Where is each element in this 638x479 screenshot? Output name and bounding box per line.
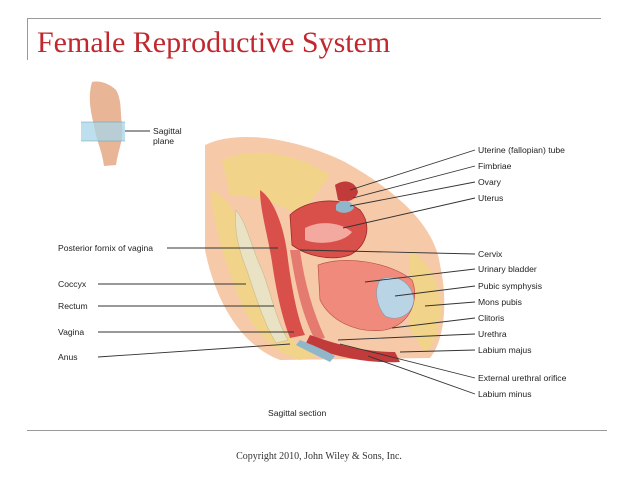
label-cervix: Cervix bbox=[478, 249, 503, 259]
leader-line bbox=[299, 249, 476, 255]
leader-line bbox=[339, 343, 476, 379]
leader-line bbox=[367, 355, 476, 395]
leader-line bbox=[399, 349, 476, 353]
anatomy-shape bbox=[296, 340, 335, 362]
label-coccyx: Coccyx bbox=[58, 279, 87, 289]
leader-line bbox=[349, 149, 476, 191]
label-pubic-symphysis: Pubic symphysis bbox=[478, 281, 542, 291]
figure-caption: Sagittal section bbox=[268, 408, 327, 418]
slide-title: Female Reproductive System bbox=[37, 26, 391, 59]
label-ovary: Ovary bbox=[478, 177, 502, 187]
anatomy-shape bbox=[336, 200, 354, 213]
leader-line bbox=[391, 317, 476, 329]
anatomy-shape bbox=[260, 190, 305, 338]
leader-line bbox=[394, 285, 476, 297]
label-posterior-fornix: Posterior fornix of vagina bbox=[58, 243, 153, 253]
label-vagina: Vagina bbox=[58, 327, 84, 337]
label-urethra: Urethra bbox=[478, 329, 507, 339]
anatomy-shape bbox=[335, 181, 358, 202]
leader-line bbox=[342, 197, 476, 229]
leader-line bbox=[424, 301, 476, 307]
anatomy-shape bbox=[290, 250, 325, 340]
leader-line bbox=[349, 181, 476, 207]
label-fimbriae: Fimbriae bbox=[478, 161, 512, 171]
label-labium-majus: Labium majus bbox=[478, 345, 532, 355]
sagittal-plane-box bbox=[81, 122, 125, 141]
label-mons-pubis: Mons pubis bbox=[478, 297, 522, 307]
pelvis-illustration bbox=[205, 136, 445, 363]
label-external-urethral-orifice: External urethral orifice bbox=[478, 373, 567, 383]
anatomy-shape bbox=[81, 121, 125, 142]
top-rule bbox=[27, 18, 601, 19]
anatomy-shape bbox=[235, 209, 289, 344]
label-urinary-bladder: Urinary bladder bbox=[478, 264, 537, 274]
leader-line bbox=[337, 333, 476, 341]
inset-body-figure bbox=[81, 81, 125, 166]
label-anus: Anus bbox=[58, 352, 78, 362]
anatomy-shape bbox=[222, 152, 330, 215]
label-uterine-tube: Uterine (fallopian) tube bbox=[478, 145, 565, 155]
label-uterus: Uterus bbox=[478, 193, 503, 203]
copyright-footer: Copyright 2010, John Wiley & Sons, Inc. bbox=[236, 451, 402, 462]
leader-line bbox=[364, 268, 476, 283]
anatomy-shape bbox=[305, 223, 352, 243]
label-rectum: Rectum bbox=[58, 301, 88, 311]
anatomy-shape bbox=[376, 276, 415, 319]
left-rule bbox=[27, 18, 28, 60]
leader-line bbox=[97, 343, 291, 358]
bottom-rule bbox=[27, 430, 607, 431]
label-clitoris: Clitoris bbox=[478, 313, 504, 323]
leader-line bbox=[352, 165, 476, 199]
label-labium-minus: Labium minus bbox=[478, 389, 532, 399]
anatomy-shape bbox=[305, 335, 400, 363]
